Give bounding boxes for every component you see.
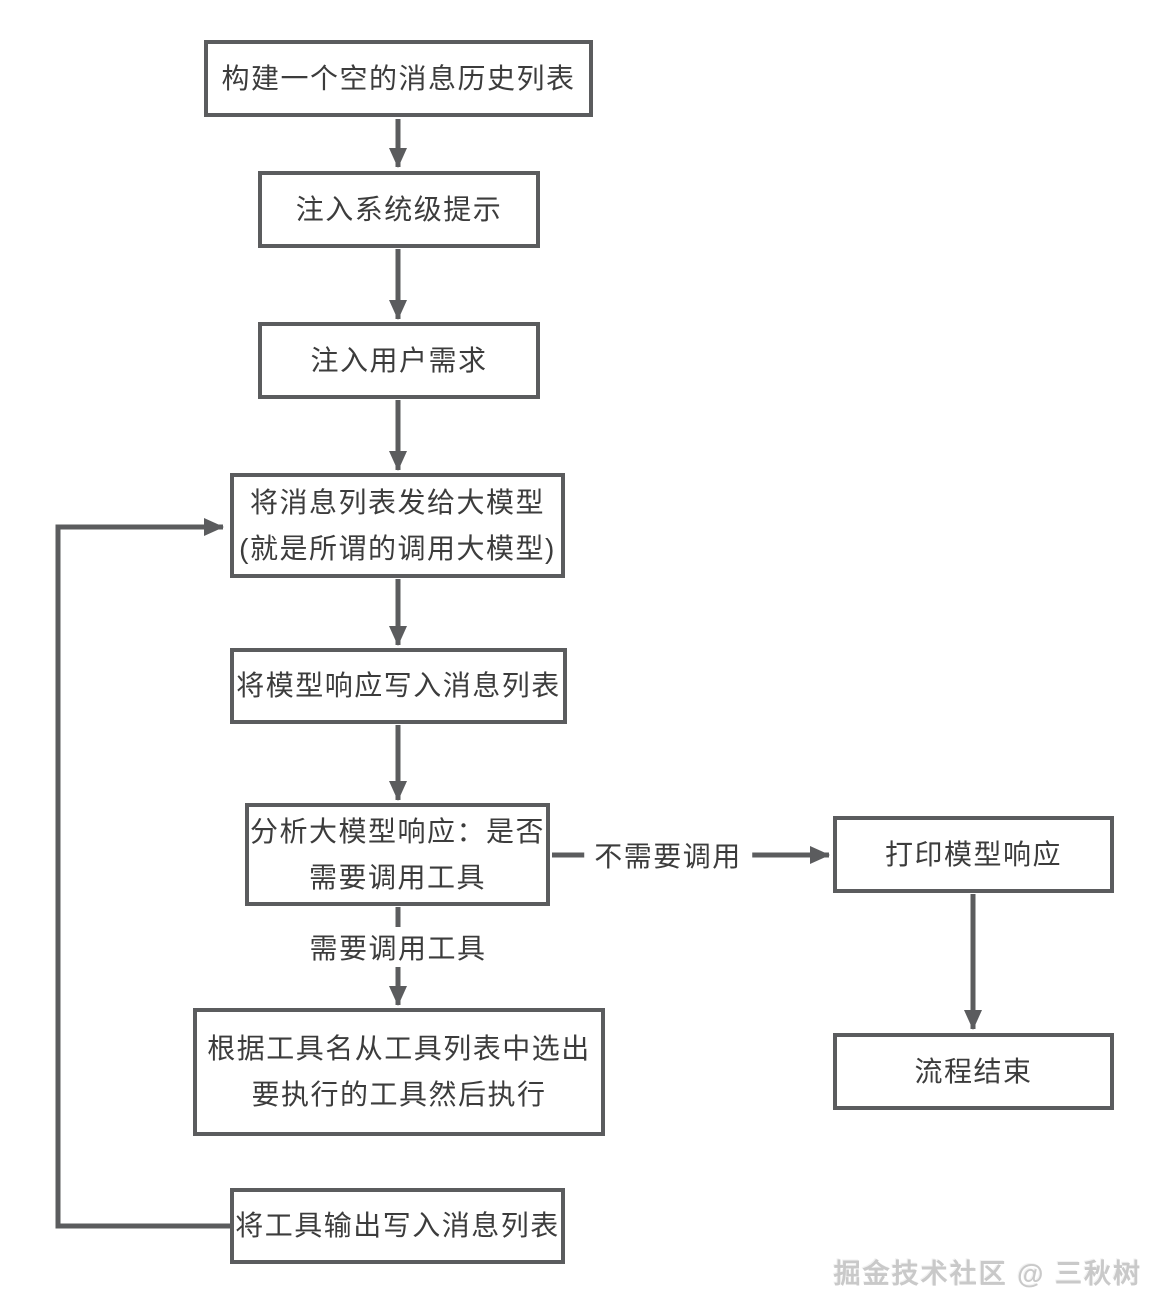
node-select-and-execute-tool-line2: 要执行的工具然后执行 <box>251 1079 547 1110</box>
node-write-model-response-label: 将模型响应写入消息列表 <box>236 670 561 701</box>
node-write-tool-output-label: 将工具输出写入消息列表 <box>235 1210 560 1241</box>
node-flow-end: 流程结束 <box>833 1033 1114 1110</box>
node-build-history-label: 构建一个空的消息历史列表 <box>221 62 576 94</box>
node-analyze-response: 分析大模型响应：是否 需要调用工具 <box>245 803 550 906</box>
node-write-model-response: 将模型响应写入消息列表 <box>230 648 567 724</box>
node-send-to-llm-line1: 将消息列表发给大模型 <box>249 486 545 518</box>
node-write-tool-output: 将工具输出写入消息列表 <box>230 1188 565 1264</box>
node-print-response-label: 打印模型响应 <box>884 838 1062 870</box>
node-inject-user-requirement: 注入用户需求 <box>258 322 540 399</box>
edge-label-need-tool-call: 需要调用工具 <box>299 927 497 967</box>
node-inject-system-prompt-label: 注入系统级提示 <box>295 193 503 225</box>
node-select-and-execute-tool-line1: 根据工具名从工具列表中选出 <box>207 1033 591 1064</box>
node-send-to-llm-line2: (就是所谓的调用大模型) <box>239 532 556 564</box>
node-print-response: 打印模型响应 <box>833 816 1114 893</box>
node-send-to-llm: 将消息列表发给大模型 (就是所谓的调用大模型) <box>230 473 565 578</box>
watermark: 掘金技术社区 @ 三秋树 <box>833 1259 1142 1289</box>
node-build-history: 构建一个空的消息历史列表 <box>204 40 593 117</box>
node-flow-end-label: 流程结束 <box>914 1055 1033 1087</box>
node-select-and-execute-tool: 根据工具名从工具列表中选出 要执行的工具然后执行 <box>193 1008 605 1136</box>
node-inject-system-prompt: 注入系统级提示 <box>258 171 540 248</box>
node-analyze-response-line1: 分析大模型响应：是否 <box>249 815 545 847</box>
edge-label-no-tool-call: 不需要调用 <box>584 835 752 875</box>
node-inject-user-requirement-label: 注入用户需求 <box>310 344 488 376</box>
node-analyze-response-line2: 需要调用工具 <box>308 861 486 893</box>
